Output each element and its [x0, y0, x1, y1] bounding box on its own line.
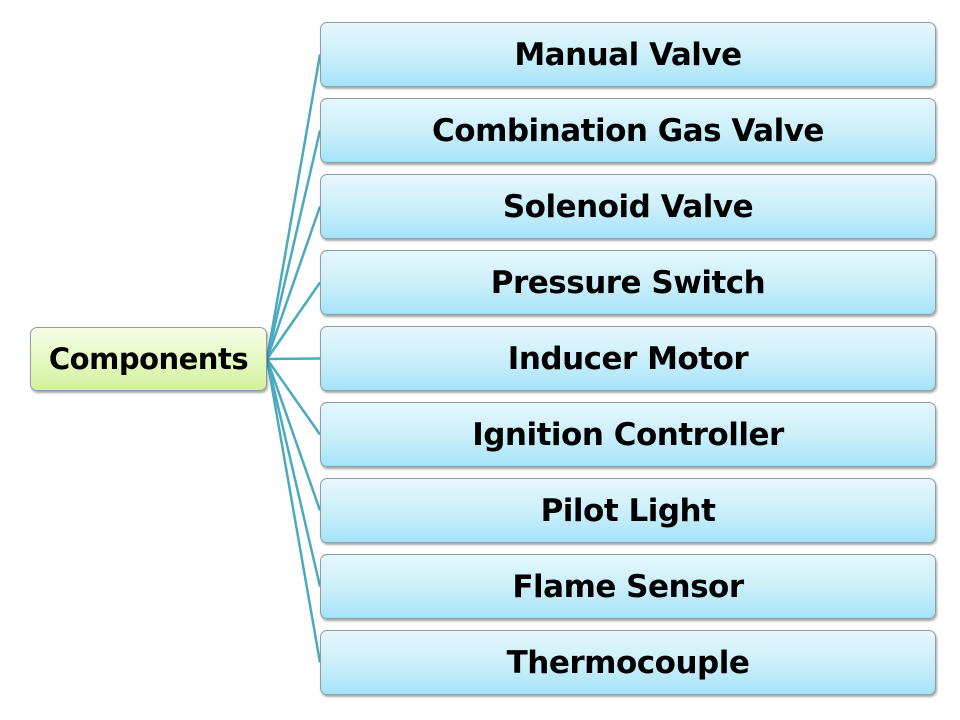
connector-line: [265, 206, 322, 360]
connector-line: [265, 130, 322, 360]
child-node-flame-sensor: Flame Sensor: [320, 554, 936, 619]
child-node-label: Combination Gas Valve: [432, 112, 824, 149]
child-node-label: Ignition Controller: [472, 416, 784, 453]
child-node-inducer-motor: Inducer Motor: [320, 326, 936, 391]
connector-line: [265, 358, 322, 511]
root-node-components: Components: [30, 327, 267, 391]
connector-line: [266, 357, 321, 361]
child-node-pilot-light: Pilot Light: [320, 478, 936, 543]
child-node-pressure-switch: Pressure Switch: [320, 250, 936, 315]
child-node-label: Solenoid Valve: [502, 188, 754, 225]
child-node-solenoid-valve: Solenoid Valve: [320, 174, 936, 239]
child-node-thermocouple: Thermocouple: [320, 630, 936, 695]
child-node-label: Pilot Light: [540, 492, 716, 529]
child-node-label: Flame Sensor: [512, 568, 744, 605]
child-node-label: Inducer Motor: [507, 340, 749, 377]
child-node-label: Manual Valve: [514, 36, 742, 73]
connector-line: [265, 54, 322, 360]
connector-line: [265, 358, 322, 663]
child-node-combination-gas-valve: Combination Gas Valve: [320, 98, 936, 163]
connector-line: [265, 281, 322, 360]
child-node-label: Thermocouple: [506, 644, 750, 681]
root-node-label: Components: [48, 342, 249, 376]
child-node-ignition-controller: Ignition Controller: [320, 402, 936, 467]
connector-line: [265, 358, 322, 587]
child-node-label: Pressure Switch: [490, 264, 766, 301]
child-node-manual-valve: Manual Valve: [320, 22, 936, 87]
connector-line: [265, 358, 322, 436]
